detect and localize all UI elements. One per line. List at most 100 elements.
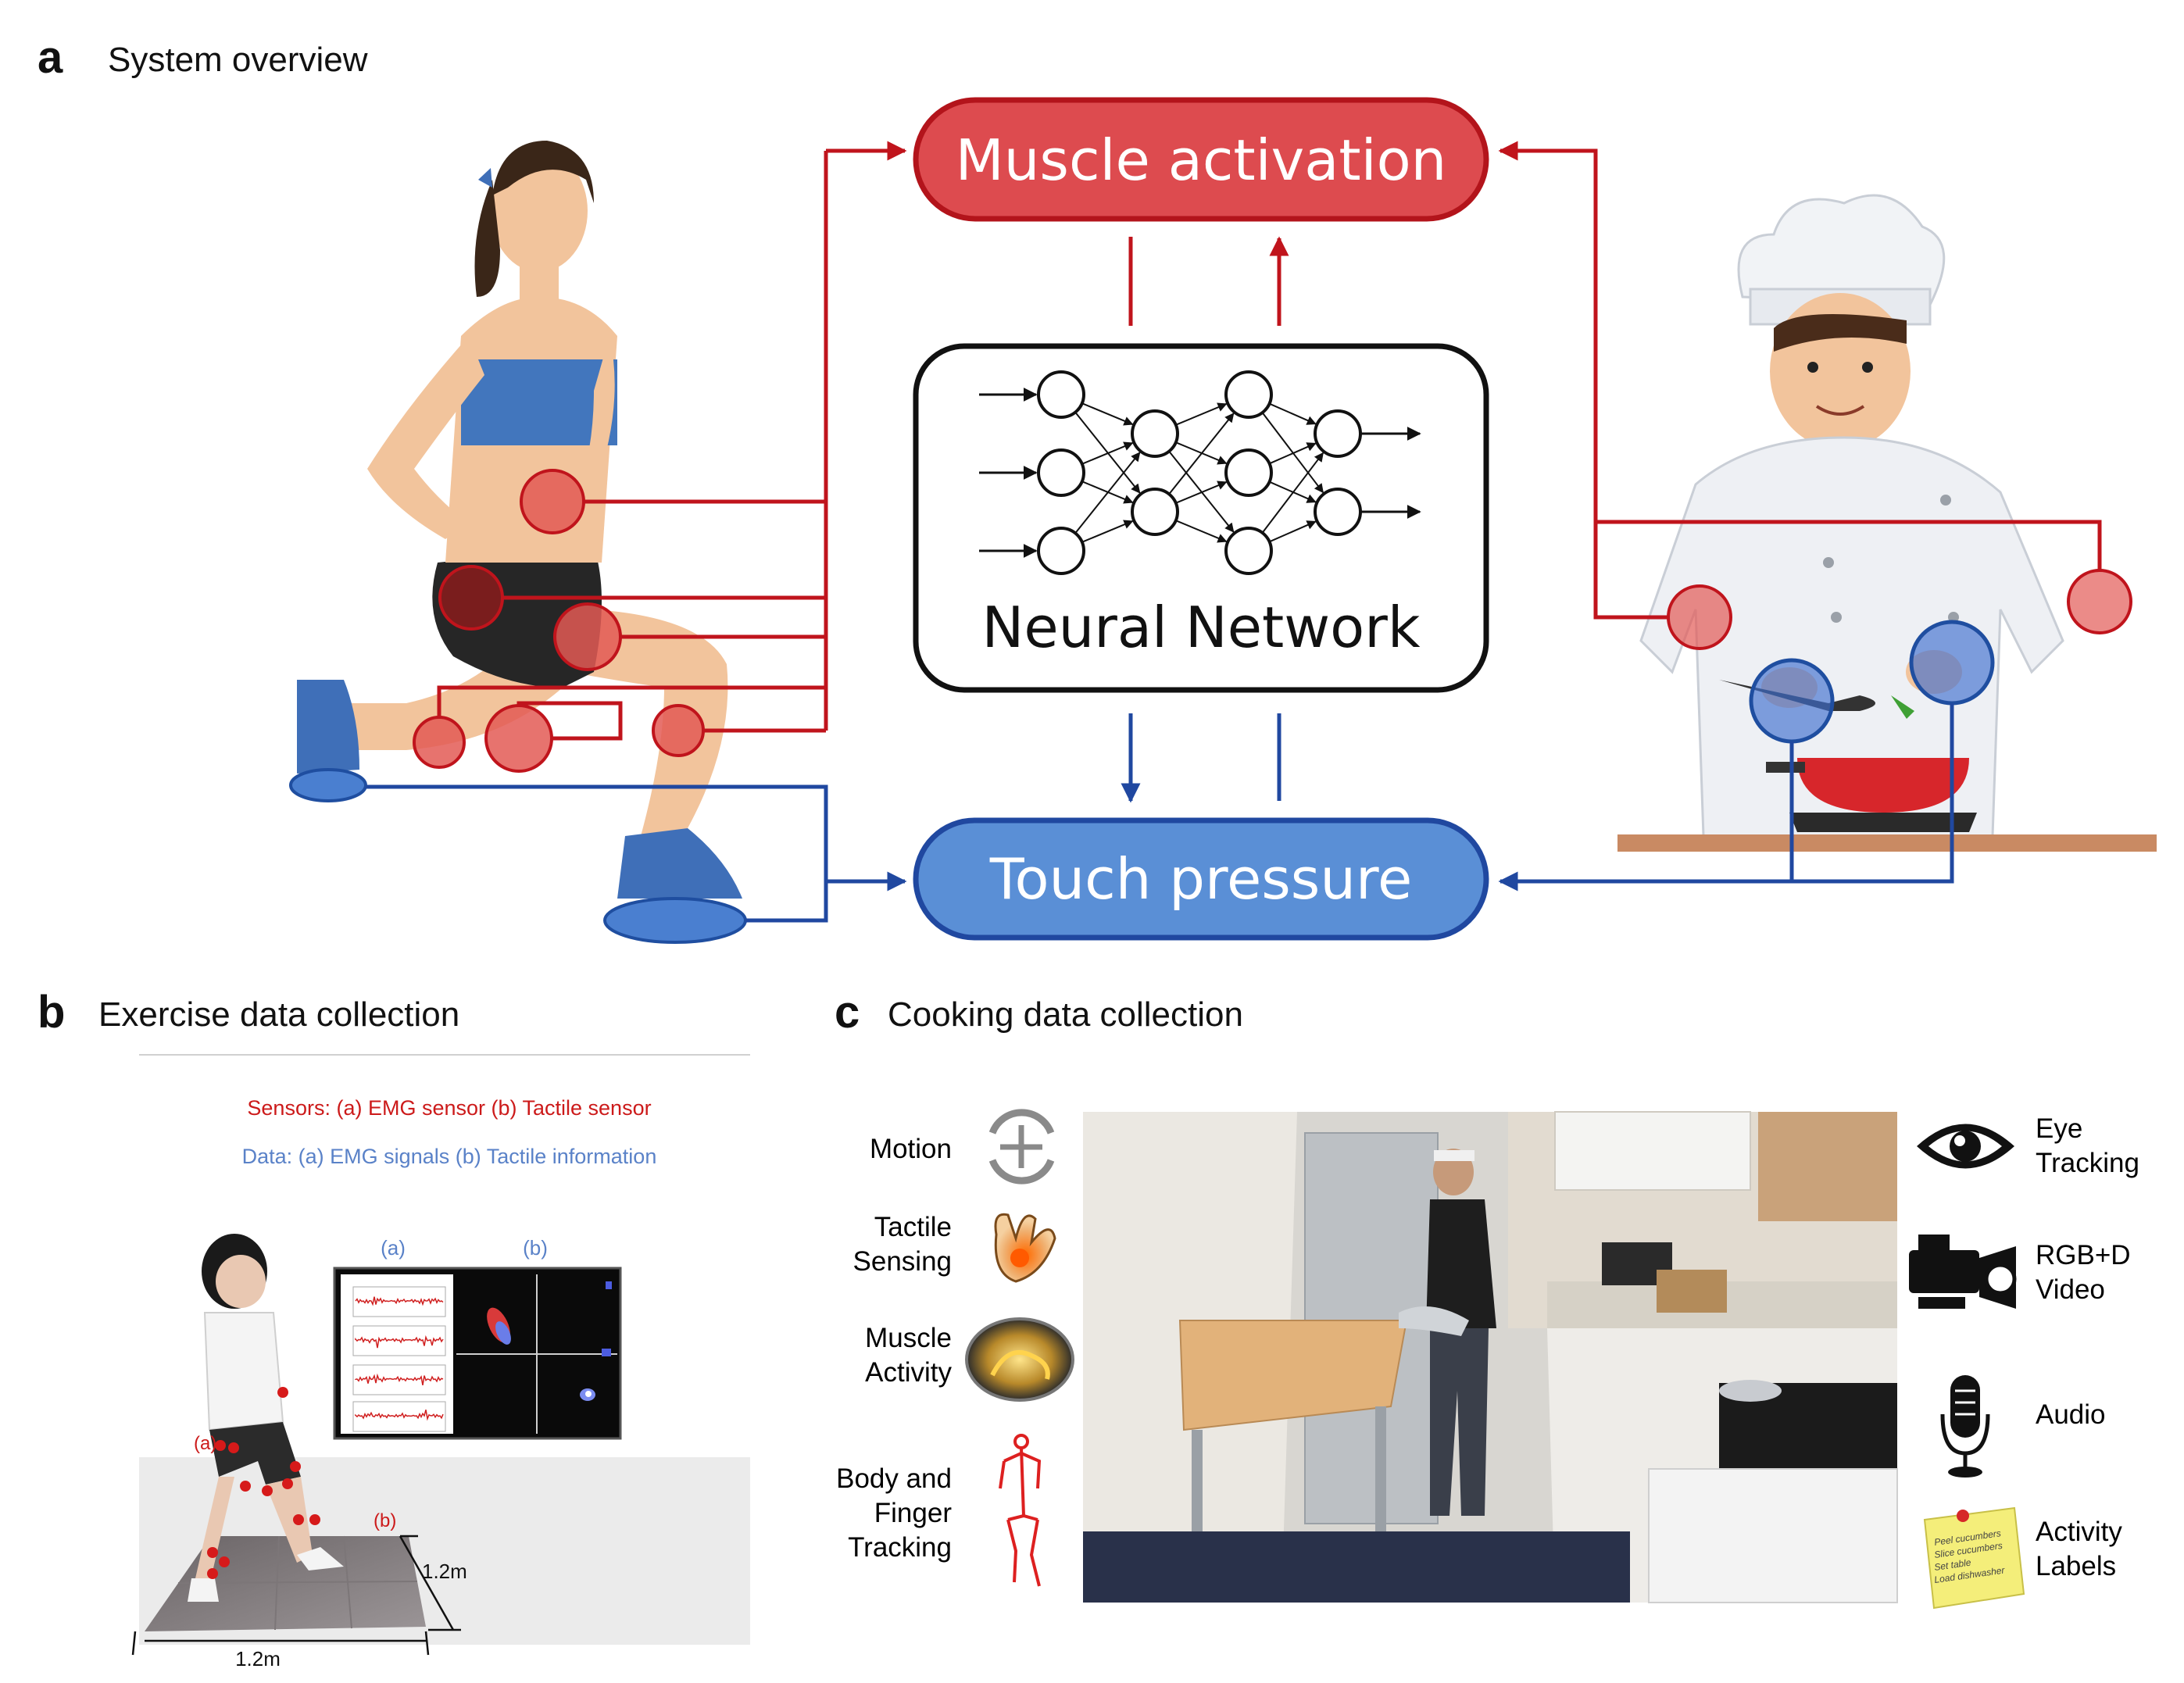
activity-labels-label-1: Activity — [2036, 1517, 2122, 1547]
neural-network-node: Neural Network — [913, 343, 1489, 693]
nn-neuron — [1224, 370, 1273, 419]
skeleton-icon — [999, 1434, 1042, 1587]
nn-neuron — [1037, 448, 1085, 497]
nn-edge — [1176, 520, 1228, 543]
muscle-activity-label-2: Activity — [865, 1357, 952, 1388]
muscle-activation-node: Muscle activation — [913, 97, 1489, 222]
emg-trace — [355, 1296, 444, 1306]
nn-edge — [1082, 441, 1134, 465]
emg-dot — [240, 1481, 251, 1492]
eye-tracking-label-2: Tracking — [2036, 1148, 2139, 1178]
eye-tracking-label-1: Eye — [2036, 1113, 2082, 1144]
nn-edge — [1082, 520, 1134, 543]
emg-sensor-dots — [207, 1387, 320, 1579]
neural-network-graph-icon — [979, 370, 1421, 575]
person-tag-a: (a) — [194, 1433, 216, 1454]
panel-a-title: System overview — [108, 41, 368, 79]
muscle-activity-label-1: Muscle — [865, 1323, 952, 1353]
motion-label: Motion — [870, 1134, 952, 1164]
width-dimension-label: 1.2m — [235, 1647, 281, 1670]
node-arrows — [1121, 236, 1289, 803]
nn-neuron — [1314, 409, 1362, 458]
tactile-sensing-label-2: Sensing — [853, 1246, 952, 1277]
motion-icon — [988, 1109, 1055, 1185]
woman-red-connectors — [437, 141, 907, 741]
muscle-icon — [965, 1317, 1074, 1402]
muscle-activation-label: Muscle activation — [956, 127, 1447, 193]
emg-subplot-frame — [352, 1364, 446, 1395]
eye-icon — [1917, 1124, 2014, 1169]
emg-dot — [207, 1568, 218, 1579]
emg-plot-tag: (a) — [381, 1236, 406, 1260]
panel-c-letter: c — [835, 987, 860, 1038]
kitchen-photo — [1083, 1111, 1898, 1603]
woman-blue-connectors — [366, 784, 907, 923]
panel-a: Muscle activation Touch pressure Neural … — [289, 97, 2157, 944]
touch-pressure-label: Touch pressure — [989, 846, 1413, 912]
touch-pressure-node: Touch pressure — [913, 817, 1489, 941]
neural-network-label: Neural Network — [981, 595, 1420, 660]
panel-c-title: Cooking data collection — [888, 995, 1243, 1034]
emg-trace — [355, 1335, 444, 1349]
nn-edge — [1074, 452, 1141, 534]
emg-subplot-frame — [352, 1325, 446, 1356]
left-modality-list: Motion Tactile Sensing Muscle Activity B… — [836, 1134, 952, 1563]
emg-dot — [277, 1387, 288, 1398]
tracking-label-2: Finger — [874, 1498, 953, 1528]
audio-label: Audio — [2036, 1399, 2106, 1430]
panel-c: Motion Tactile Sensing Muscle Activity B… — [836, 1109, 2139, 1610]
emg-dot — [309, 1514, 320, 1525]
emg-dot — [290, 1461, 301, 1472]
exercise-person — [188, 1234, 344, 1602]
data-monitor — [333, 1267, 622, 1440]
emg-dot — [219, 1556, 230, 1567]
woman-illustration — [289, 141, 747, 944]
video-camera-icon — [1909, 1235, 2017, 1309]
nn-edge — [1176, 402, 1228, 426]
activity-labels-label-2: Labels — [2036, 1551, 2116, 1581]
depth-dimension-label: 1.2m — [422, 1560, 467, 1583]
right-modality-list: Eye Tracking RGB+D Video Audio Activity … — [2036, 1113, 2139, 1581]
woman-emg-sensors — [413, 469, 705, 773]
nn-neuron — [1131, 409, 1179, 458]
panel-a-letter: a — [38, 32, 63, 83]
nn-neuron — [1037, 527, 1085, 575]
emg-trace — [355, 1373, 444, 1386]
chef-blue-connectors — [1498, 703, 1954, 892]
note-line: Set table — [1933, 1556, 1971, 1573]
panel-b-letter: b — [38, 987, 66, 1038]
floor-tag-b: (b) — [374, 1510, 396, 1531]
tracking-label-1: Body and — [836, 1463, 952, 1494]
nn-neuron — [1131, 488, 1179, 536]
tactile-plot-tag: (b) — [523, 1236, 548, 1260]
tracking-label-3: Tracking — [848, 1532, 952, 1563]
emg-trace — [355, 1410, 444, 1421]
emg-subplot-frame — [352, 1401, 446, 1432]
emg-signal-traces — [352, 1286, 446, 1432]
emg-dot — [215, 1440, 226, 1451]
data-caption: Data: (a) EMG signals (b) Tactile inform… — [242, 1145, 657, 1168]
nn-neuron — [1224, 527, 1273, 575]
panel-b-title: Exercise data collection — [98, 995, 460, 1034]
nn-edge — [1168, 413, 1235, 495]
nn-edge — [1082, 402, 1134, 426]
microphone-icon — [1940, 1375, 1990, 1478]
emg-dot — [207, 1547, 218, 1558]
video-label-2: Video — [2036, 1274, 2105, 1305]
emg-dot — [228, 1442, 239, 1453]
hand-tactile-icon — [994, 1213, 1056, 1283]
chef-red-connectors — [1498, 141, 2102, 620]
dimension-lines — [131, 1535, 461, 1656]
emg-dot — [282, 1478, 293, 1489]
nn-edge — [1262, 452, 1324, 533]
tactile-sensing-label-1: Tactile — [874, 1212, 952, 1242]
emg-dot — [293, 1514, 304, 1525]
panel-b: Sensors: (a) EMG sensor (b) Tactile sens… — [131, 1054, 750, 1670]
nn-edge — [1176, 481, 1228, 504]
video-label-1: RGB+D — [2036, 1240, 2131, 1270]
nn-neuron — [1224, 448, 1273, 497]
nn-neuron — [1314, 488, 1362, 536]
nn-neuron — [1037, 370, 1085, 419]
